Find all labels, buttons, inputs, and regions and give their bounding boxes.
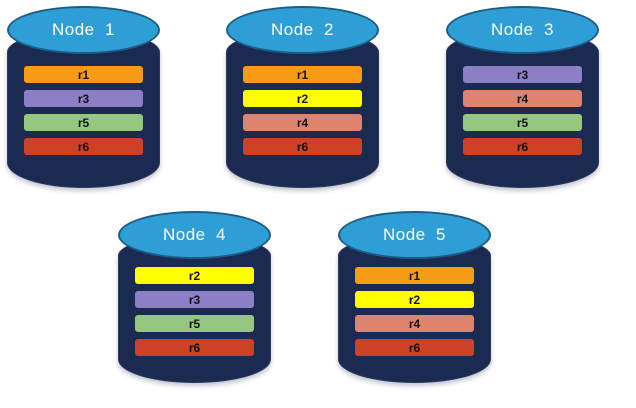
cylinder-top-icon <box>7 6 160 54</box>
replica-bar[interactable]: r1 <box>355 267 474 284</box>
cylinder-body-icon <box>7 30 160 188</box>
replica-bar[interactable]: r5 <box>24 114 143 131</box>
node-label: Node 3 <box>490 20 555 39</box>
database-node-1[interactable]: Node 1 r1 r3 r5 r6 <box>7 6 160 192</box>
node-label: Node 2 <box>270 20 335 39</box>
replica-bar[interactable]: r1 <box>243 66 362 83</box>
cylinder-top-icon <box>338 211 491 259</box>
replica-bar[interactable]: r6 <box>463 138 582 155</box>
cylinder-body-icon <box>446 30 599 188</box>
database-node-5[interactable]: Node 5 r1 r2 r4 r6 <box>338 211 491 386</box>
replica-bar[interactable]: r6 <box>355 339 474 356</box>
replica-bar[interactable]: r3 <box>135 291 254 308</box>
replica-bar[interactable]: r6 <box>243 138 362 155</box>
node-label: Node 5 <box>382 225 447 244</box>
replica-bar[interactable]: r3 <box>463 66 582 83</box>
replica-bar[interactable]: r4 <box>463 90 582 107</box>
replica-list: r3 r4 r5 r6 <box>446 66 599 155</box>
cylinder-body-icon <box>118 235 271 383</box>
replica-bar[interactable]: r2 <box>135 267 254 284</box>
replica-bar[interactable]: r5 <box>463 114 582 131</box>
replica-bar[interactable]: r5 <box>135 315 254 332</box>
replica-bar[interactable]: r4 <box>243 114 362 131</box>
node-label: Node 1 <box>51 20 116 39</box>
replica-bar[interactable]: r2 <box>243 90 362 107</box>
database-node-3[interactable]: Node 3 r3 r4 r5 r6 <box>446 6 599 192</box>
cylinder-top-icon <box>446 6 599 54</box>
replica-bar[interactable]: r6 <box>135 339 254 356</box>
replica-list: r1 r2 r4 r6 <box>338 267 491 356</box>
database-node-2[interactable]: Node 2 r1 r2 r4 r6 <box>226 6 379 192</box>
cylinder-top-icon <box>118 211 271 259</box>
replica-list: r1 r3 r5 r6 <box>7 66 160 155</box>
node-label: Node 4 <box>162 225 227 244</box>
replica-bar[interactable]: r2 <box>355 291 474 308</box>
replica-bar[interactable]: r4 <box>355 315 474 332</box>
replica-bar[interactable]: r3 <box>24 90 143 107</box>
cylinder-body-icon <box>226 30 379 188</box>
replica-bar[interactable]: r1 <box>24 66 143 83</box>
cylinder-top-icon <box>226 6 379 54</box>
replica-bar[interactable]: r6 <box>24 138 143 155</box>
replica-list: r1 r2 r4 r6 <box>226 66 379 155</box>
database-node-4[interactable]: Node 4 r2 r3 r5 r6 <box>118 211 271 386</box>
replica-list: r2 r3 r5 r6 <box>118 267 271 356</box>
